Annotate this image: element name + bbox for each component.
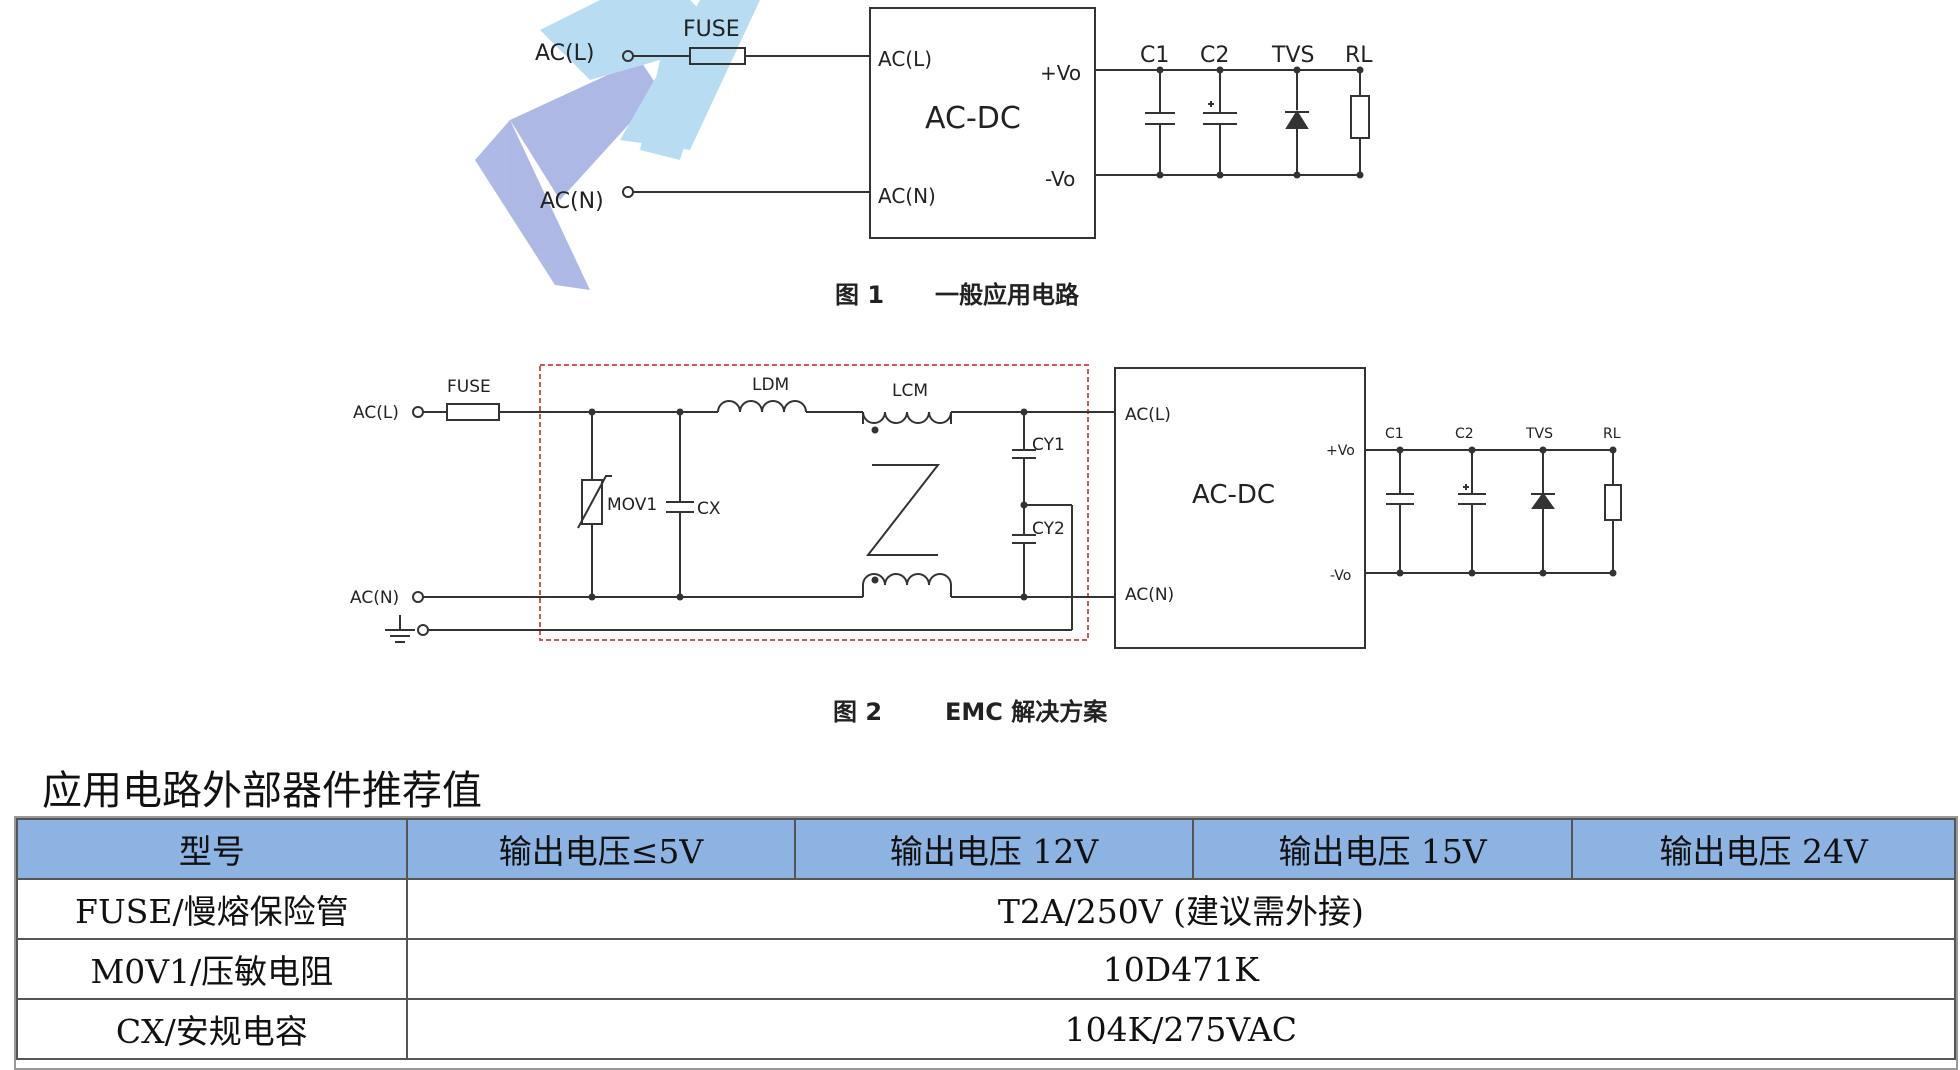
header-5v: 输出电压≤5V <box>405 818 797 880</box>
header-24v: 输出电压 24V <box>1571 818 1956 880</box>
f1-fuse-label: FUSE <box>683 17 740 42</box>
emc-filter-box <box>539 364 1089 641</box>
f2-cy2-label: CY2 <box>1032 519 1065 539</box>
figure2-caption-text: EMC 解决方案 <box>945 698 1108 726</box>
figure1-circuit <box>622 7 1370 239</box>
figure1-labels: AC(L) AC(N) FUSE AC(L) AC(N) AC-DC +Vo -… <box>535 17 1373 214</box>
f2-lcm-label: LCM <box>892 381 928 401</box>
f1-module-ac-n: AC(N) <box>878 184 936 208</box>
f1-ac-n-label: AC(N) <box>540 189 604 214</box>
header-12v: 输出电压 12V <box>794 818 1194 880</box>
f2-cx-label: CX <box>697 499 721 519</box>
f1-c2-label: C2 <box>1200 43 1229 68</box>
row-cx-value: 104K/275VAC <box>405 998 1957 1060</box>
f2-module-title: AC-DC <box>1192 480 1275 510</box>
f2-fuse-label: FUSE <box>447 377 491 397</box>
section-title: 应用电路外部器件推荐值 <box>42 768 482 814</box>
header-model: 型号 <box>16 818 408 880</box>
f1-ac-l-label: AC(L) <box>535 41 594 66</box>
row-fuse-value: T2A/250V (建议需外接) <box>405 878 1957 940</box>
f2-module-ac-l: AC(L) <box>1125 405 1171 425</box>
f1-module-title: AC-DC <box>925 101 1021 136</box>
f1-tvs-label: TVS <box>1271 43 1314 68</box>
f2-ldm-label: LDM <box>752 375 789 395</box>
figure2-caption-number: 图 2 <box>833 698 883 726</box>
circuit-diagrams: AC(L) AC(N) FUSE AC(L) AC(N) AC-DC +Vo -… <box>350 0 1622 649</box>
f1-module-ac-l: AC(L) <box>878 47 932 71</box>
f2-c1-label: C1 <box>1385 426 1404 442</box>
watermark-logo <box>475 0 760 290</box>
row-cx-name: CX/安规电容 <box>16 998 408 1060</box>
f2-mov1-label: MOV1 <box>607 495 657 515</box>
f1-vo-plus: +Vo <box>1040 61 1081 85</box>
f2-cy1-label: CY1 <box>1032 435 1065 455</box>
row-mov-name: M0V1/压敏电阻 <box>16 938 408 1000</box>
f2-tvs-label: TVS <box>1525 426 1553 442</box>
header-15v: 输出电压 15V <box>1191 818 1574 880</box>
figure1-caption-number: 图 1 <box>835 281 885 309</box>
row-mov-value: 10D471K <box>405 938 1957 1000</box>
table-header-row: 型号 输出电压≤5V 输出电压 12V 输出电压 15V 输出电压 24V <box>16 818 1956 880</box>
figure2-circuit <box>385 367 1622 649</box>
figure2-labels: AC(L) AC(N) FUSE LDM LCM MOV1 CX CY1 CY2… <box>350 375 1621 608</box>
table-row: CX/安规电容 104K/275VAC <box>16 998 1957 1060</box>
f2-vo-minus: -Vo <box>1330 568 1351 584</box>
figure1-caption-text: 一般应用电路 <box>935 281 1079 309</box>
f1-rl-label: RL <box>1345 43 1373 68</box>
f2-c2-label: C2 <box>1455 426 1474 442</box>
f2-rl-label: RL <box>1603 426 1621 442</box>
row-fuse-name: FUSE/慢熔保险管 <box>16 878 408 940</box>
recommended-values-table: 型号 输出电压≤5V 输出电压 12V 输出电压 15V 输出电压 24V FU… <box>16 818 1957 1060</box>
f2-ac-n-label: AC(N) <box>350 588 399 608</box>
figure1-dots <box>1156 66 1364 179</box>
f2-module-ac-n: AC(N) <box>1125 585 1174 605</box>
table-row: FUSE/慢熔保险管 T2A/250V (建议需外接) <box>16 878 1957 940</box>
f2-ac-l-label: AC(L) <box>353 403 399 423</box>
f2-vo-plus: +Vo <box>1326 443 1355 459</box>
figure2-dots <box>588 408 1617 601</box>
f1-vo-minus: -Vo <box>1045 167 1075 191</box>
table-row: M0V1/压敏电阻 10D471K <box>16 938 1957 1000</box>
f1-c1-label: C1 <box>1140 43 1169 68</box>
